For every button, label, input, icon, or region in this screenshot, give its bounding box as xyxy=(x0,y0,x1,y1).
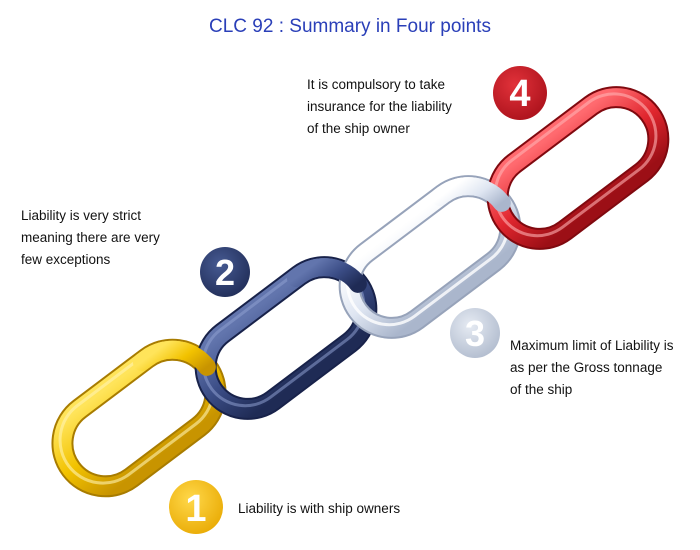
point-2-line: few exceptions xyxy=(21,252,111,267)
point-3-line: Maximum limit of Liability is xyxy=(510,338,674,353)
point-4-text: It is compulsory to take insurance for t… xyxy=(307,74,452,140)
point-2-text: Liability is very strict meaning there a… xyxy=(21,205,160,271)
badge-4: 4 xyxy=(493,66,547,120)
point-3-line: of the ship xyxy=(510,382,573,397)
point-3-line: as per the Gross tonnage xyxy=(510,360,663,375)
point-1-text: Liability is with ship owners xyxy=(238,498,400,520)
point-2-line: meaning there are very xyxy=(21,230,160,245)
badge-3: 3 xyxy=(450,308,500,358)
point-4-line: insurance for the liability xyxy=(307,99,452,114)
badge-1: 1 xyxy=(169,480,223,534)
badge-1-number: 1 xyxy=(185,488,206,530)
diagram-title: CLC 92 : Summary in Four points xyxy=(209,16,491,37)
point-4-line: of the ship owner xyxy=(307,121,410,136)
point-1-line: Liability is with ship owners xyxy=(238,501,401,516)
badge-3-number: 3 xyxy=(465,313,485,354)
point-3-text: Maximum limit of Liability is as per the… xyxy=(510,335,674,401)
chain-link-red xyxy=(486,86,670,250)
point-2-line: Liability is very strict xyxy=(21,208,142,223)
badge-2-number: 2 xyxy=(215,252,235,293)
badge-4-number: 4 xyxy=(509,73,530,115)
point-4-line: It is compulsory to take xyxy=(307,77,446,92)
badge-2: 2 xyxy=(200,247,250,297)
